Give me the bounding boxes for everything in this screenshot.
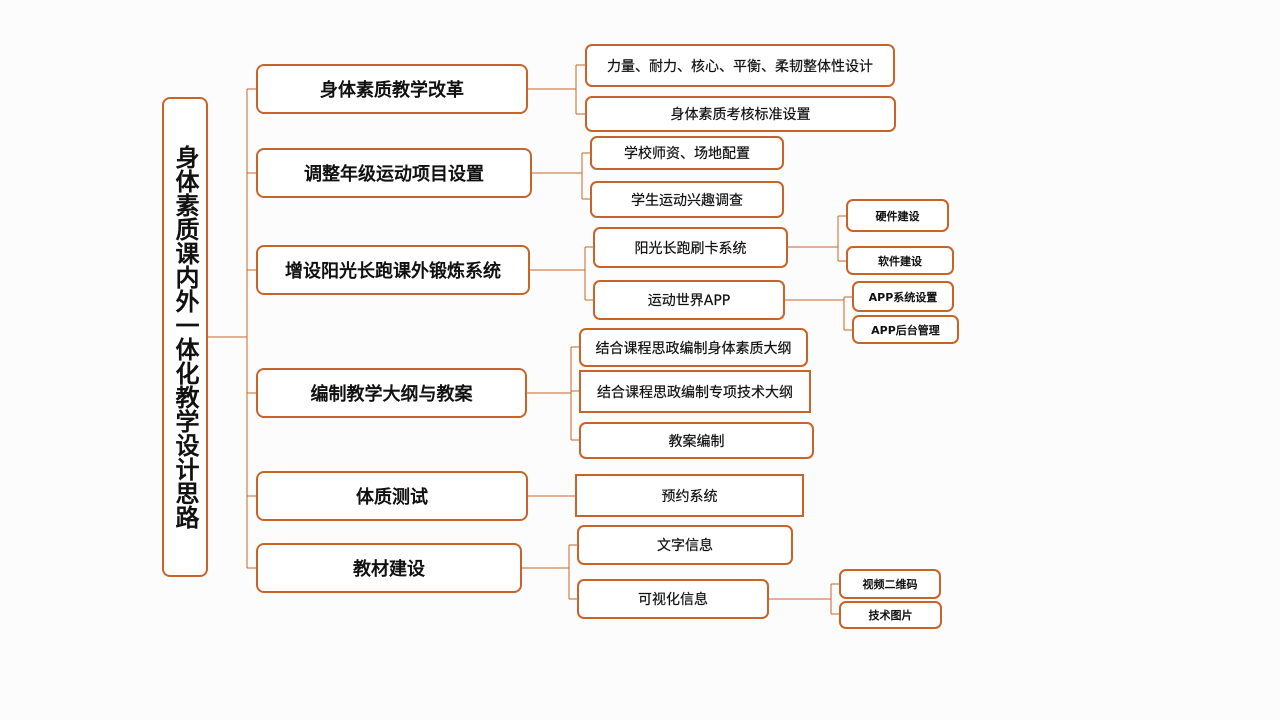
node-label: 调整年级运动项目设置	[304, 164, 484, 185]
node-label: 编制教学大纲与教案	[310, 384, 473, 405]
node-specialty-skill-syllabus: 结合课程思政编制专项技术大纲	[579, 370, 811, 413]
node-sunshine-running-system: 增设阳光长跑课外锻炼系统	[256, 245, 530, 295]
node-textbook-construction: 教材建设	[256, 543, 522, 593]
node-label: 运动世界APP	[647, 293, 731, 309]
root-label: 身体素质课内外一体化教学设计思路	[171, 145, 199, 529]
node-label: 阳光长跑刷卡系统	[634, 240, 747, 257]
root-node: 身体素质课内外一体化教学设计思路	[162, 97, 208, 577]
node-grade-sports-adjustment: 调整年级运动项目设置	[256, 148, 532, 198]
node-label: 身体素质教学改革	[320, 80, 464, 101]
node-lesson-plan-compilation: 教案编制	[579, 422, 814, 459]
node-label: 体质测试	[356, 487, 428, 508]
node-label: 技术图片	[868, 609, 913, 622]
node-label: 学校师资、场地配置	[624, 146, 750, 162]
node-label: 硬件建设	[875, 209, 920, 223]
node-label: 结合课程思政编制专项技术大纲	[597, 384, 793, 401]
node-syllabus-lesson-plans: 编制教学大纲与教案	[256, 368, 527, 418]
node-card-swipe-system: 阳光长跑刷卡系统	[593, 227, 788, 268]
node-label: APP系统设置	[868, 290, 938, 304]
node-label: 学生运动兴趣调查	[631, 192, 743, 209]
node-technical-images: 技术图片	[839, 601, 942, 629]
node-label: 视频二维码	[862, 578, 918, 591]
node-visual-information: 可视化信息	[577, 579, 769, 619]
node-integrated-design: 力量、耐力、核心、平衡、柔韧整体性设计	[585, 44, 895, 87]
node-app-system-settings: APP系统设置	[852, 281, 954, 312]
node-label: 身体素质考核标准设置	[670, 107, 811, 123]
node-physical-fitness-test: 体质测试	[256, 471, 528, 521]
node-label: 增设阳光长跑课外锻炼系统	[285, 261, 501, 282]
node-student-interest-survey: 学生运动兴趣调查	[590, 181, 784, 218]
node-assessment-standards: 身体素质考核标准设置	[585, 96, 896, 132]
node-sports-world-app: 运动世界APP	[593, 280, 785, 320]
node-label: 教案编制	[668, 433, 725, 450]
node-physical-quality-syllabus: 结合课程思政编制身体素质大纲	[579, 328, 808, 367]
node-label: 预约系统	[661, 488, 718, 505]
node-video-qr-code: 视频二维码	[839, 569, 941, 599]
node-text-information: 文字信息	[577, 525, 793, 565]
node-label: 力量、耐力、核心、平衡、柔韧整体性设计	[607, 58, 873, 75]
node-software-construction: 软件建设	[846, 246, 954, 275]
node-staff-venue-config: 学校师资、场地配置	[590, 136, 784, 170]
node-label: 文字信息	[657, 538, 713, 554]
node-label: 教材建设	[353, 559, 425, 580]
node-physical-quality-teaching-reform: 身体素质教学改革	[256, 64, 528, 114]
node-label: 可视化信息	[638, 592, 708, 608]
node-hardware-construction: 硬件建设	[846, 199, 949, 232]
node-booking-system: 预约系统	[575, 474, 804, 517]
node-label: 结合课程思政编制身体素质大纲	[595, 340, 792, 357]
node-label: 软件建设	[878, 254, 922, 268]
node-label: APP后台管理	[871, 323, 940, 337]
node-app-backend-management: APP后台管理	[852, 315, 959, 344]
